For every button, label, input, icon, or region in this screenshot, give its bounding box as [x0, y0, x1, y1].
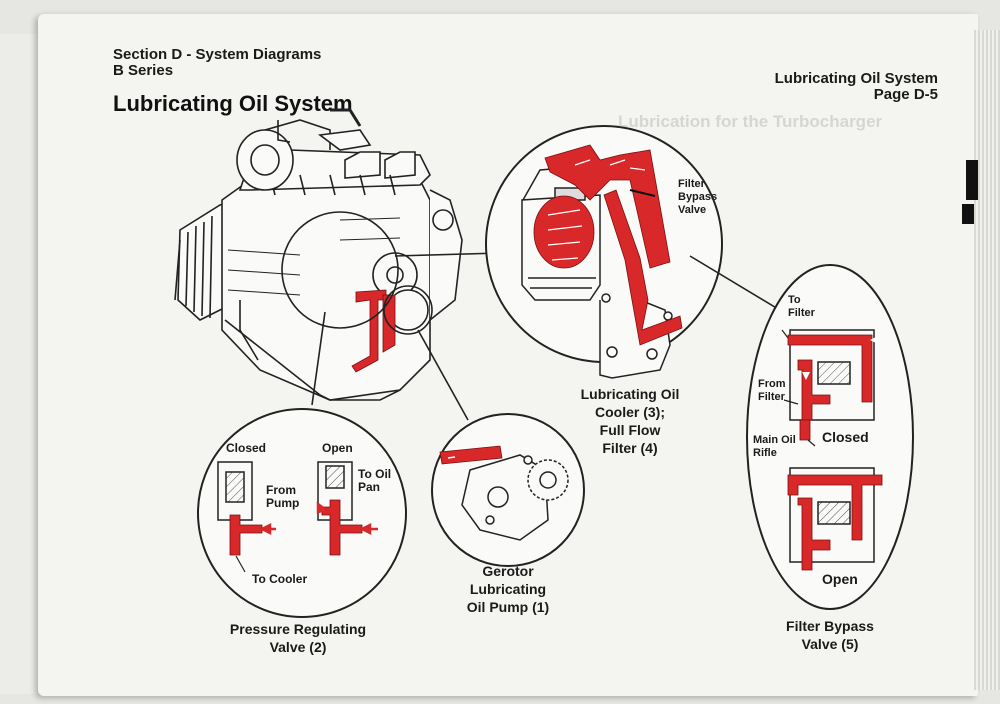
caption-line: Filter (4)	[602, 440, 658, 456]
gerotor-pump-caption: Gerotor Lubricating Oil Pump (1)	[440, 562, 576, 616]
caption-line: Valve (2)	[269, 639, 327, 655]
label-line: Filter	[758, 391, 785, 403]
label-line: Pump	[266, 496, 300, 510]
caption-line: Full Flow	[599, 422, 661, 438]
label-line: To	[788, 294, 801, 306]
bypass-closed-label: Closed	[822, 429, 869, 445]
caption-line: Valve (5)	[801, 636, 859, 652]
main-oil-rifle-label: Main Oil Rifle	[753, 434, 796, 460]
pressure-valve-caption: Pressure Regulating Valve (2)	[210, 620, 386, 656]
label-line: From	[266, 483, 296, 497]
series-heading: B Series	[113, 62, 174, 79]
label-line: Main Oil	[753, 434, 796, 446]
label-line: To Oil	[358, 467, 392, 481]
callout-line: Valve	[678, 204, 707, 216]
pressure-closed-label: Closed	[226, 441, 267, 455]
section-tab-marker	[966, 160, 978, 200]
pressure-valve-circle	[197, 408, 407, 618]
caption-line: Gerotor	[482, 563, 534, 579]
caption-line: Cooler (3);	[595, 404, 665, 420]
page-edge-stack	[974, 30, 1000, 690]
caption-line: Lubricating Oil	[580, 386, 680, 402]
bypass-valve-oval	[746, 264, 914, 610]
to-oil-pan-label: To Oil Pan	[358, 468, 391, 494]
caption-line: Lubricating	[469, 581, 547, 597]
from-filter-label: From Filter	[758, 378, 786, 404]
label-line: From	[758, 378, 786, 390]
bypass-oil-open	[787, 474, 883, 571]
to-cooler-label: To Cooler	[252, 572, 308, 586]
gerotor-pump-circle	[431, 413, 585, 567]
label-line: Pan	[358, 480, 381, 494]
section-heading: Section D - System Diagrams	[113, 46, 322, 63]
engine-callout-circles	[281, 211, 501, 421]
page-title: Lubricating Oil System	[113, 91, 353, 116]
pressure-open-label: Open	[322, 441, 353, 455]
caption-line: Pressure Regulating	[229, 621, 367, 637]
callout-line: Bypass	[678, 191, 718, 203]
bypass-valve-caption: Filter Bypass Valve (5)	[770, 617, 890, 653]
callout-line: Filter	[678, 178, 705, 190]
from-pump-label: From Pump	[266, 484, 299, 510]
pump-oil-path	[439, 445, 503, 465]
label-line: Rifle	[753, 447, 777, 459]
filter-bypass-callout: Filter Bypass Valve	[678, 178, 717, 217]
running-header-title: Lubricating Oil System	[774, 70, 938, 87]
caption-line: Filter Bypass	[786, 618, 874, 634]
pressure-valve-oil	[229, 499, 363, 556]
to-filter-label: To Filter	[788, 294, 815, 320]
label-line: Filter	[788, 307, 815, 319]
cooler-filter-circle	[485, 125, 789, 379]
section-tab-marker	[962, 204, 974, 224]
page-number: Page D-5	[873, 86, 938, 103]
cooler-filter-caption: Lubricating Oil Cooler (3); Full Flow Fi…	[560, 385, 700, 457]
caption-line: Oil Pump (1)	[466, 599, 550, 615]
bleed-through-text: Lubrication for the Turbocharger	[618, 112, 883, 131]
bypass-open-label: Open	[822, 571, 858, 587]
cooler-oil-path	[533, 144, 683, 346]
